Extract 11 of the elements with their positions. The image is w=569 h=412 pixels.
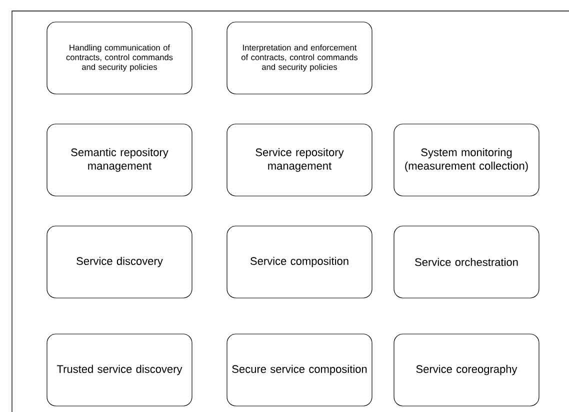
- process-box: Interpretation and enforcement of contracts, control commands and security policies: [226, 22, 372, 94]
- process-box: Trusted service discovery: [46, 334, 192, 406]
- process-box: Service discovery: [46, 226, 192, 298]
- process-box: Handling communication of contracts, control commands and security policies: [46, 22, 192, 94]
- process-box: Service coreography: [394, 334, 540, 406]
- process-box: Service orchestration: [394, 226, 540, 298]
- process-box: Secure service composition: [226, 334, 372, 406]
- process-box: Service composition: [226, 226, 372, 298]
- process-box: Semantic repository management: [46, 124, 192, 196]
- process-box: Service repository management: [226, 124, 372, 196]
- process-box: System monitoring (measurement collection): [394, 124, 540, 196]
